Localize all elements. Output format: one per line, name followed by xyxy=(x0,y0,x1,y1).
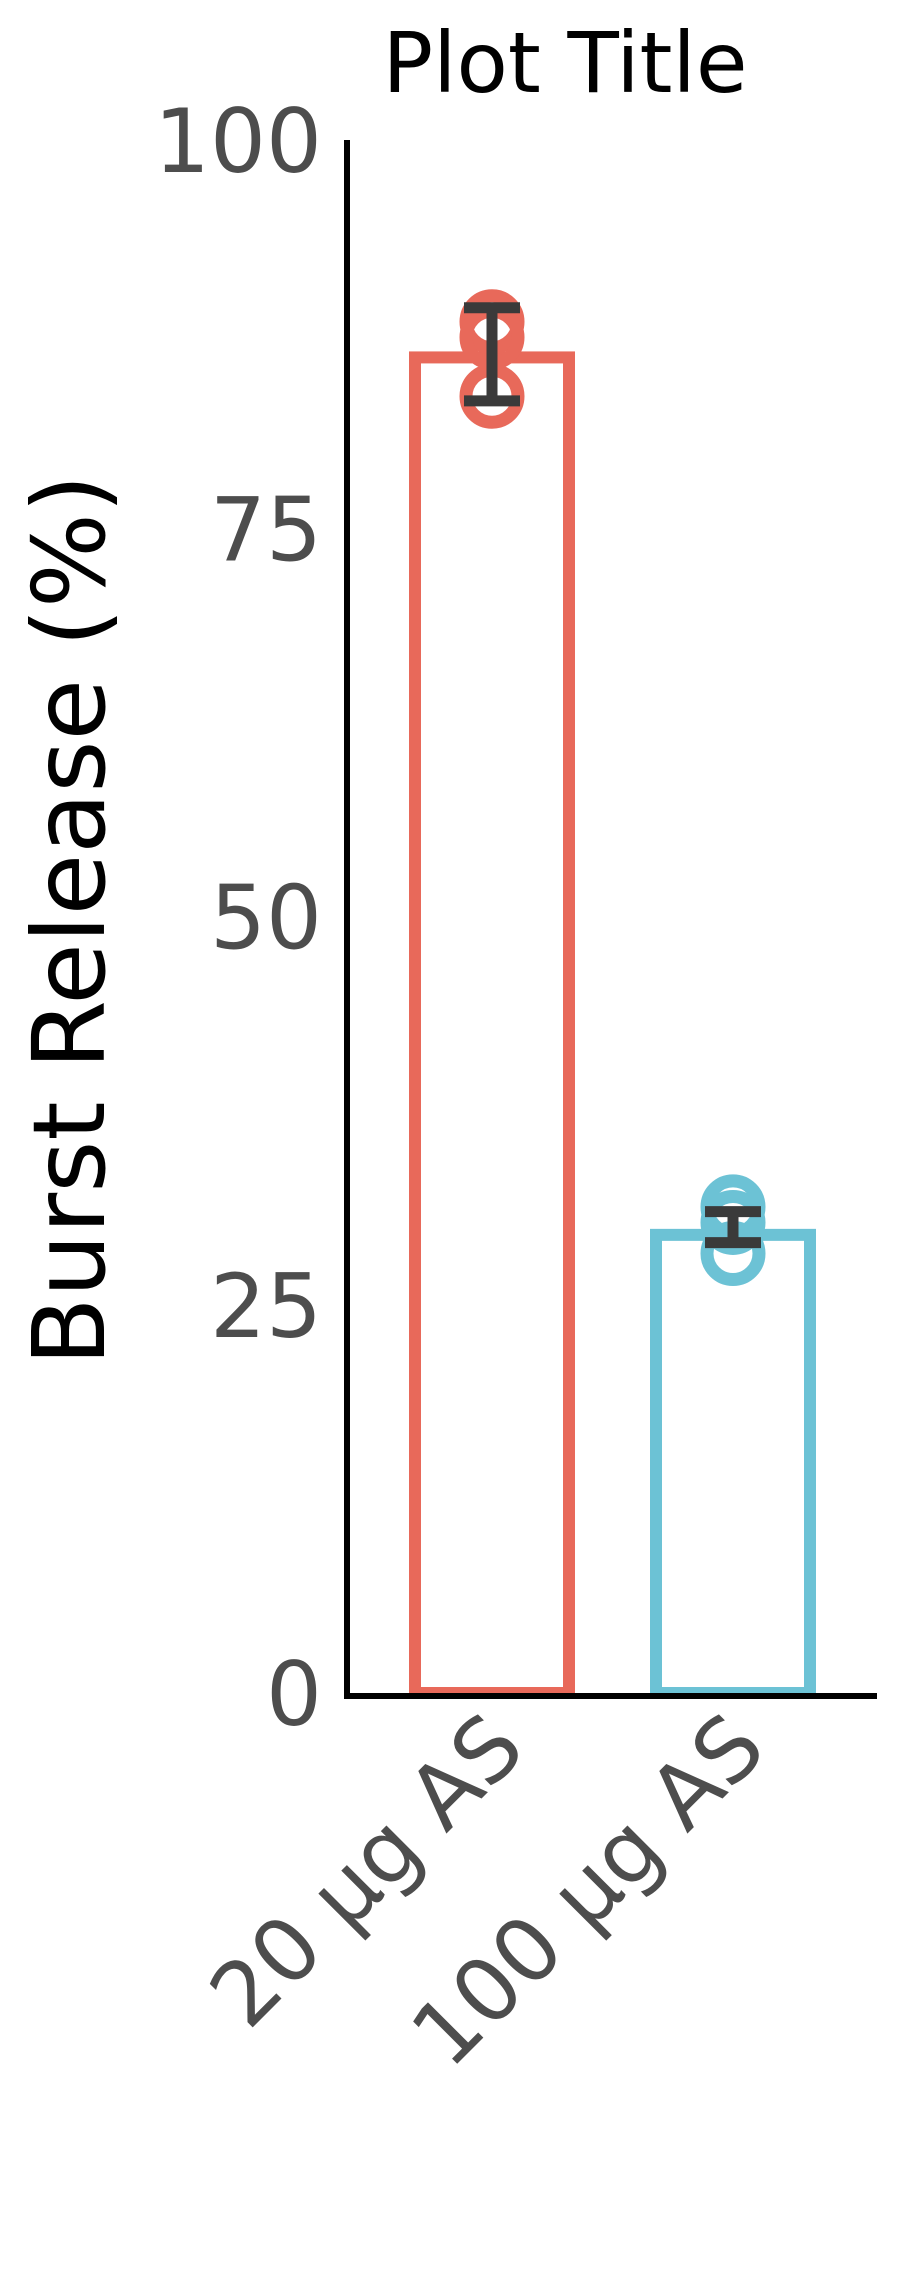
bar-2 xyxy=(650,1228,816,1699)
plot-area xyxy=(409,289,816,1699)
bar-1 xyxy=(409,351,575,1699)
data-point xyxy=(700,1189,766,1255)
chart-title: Plot Title xyxy=(382,14,747,112)
y-tick-label: 0 xyxy=(266,1643,322,1746)
y-tick-label: 75 xyxy=(210,478,322,581)
y-tick-label: 100 xyxy=(154,90,322,193)
y-axis-label: Burst Release (%) xyxy=(11,474,128,1366)
y-tick-label: 25 xyxy=(210,1255,322,1358)
y-tick-label: 50 xyxy=(210,867,322,970)
